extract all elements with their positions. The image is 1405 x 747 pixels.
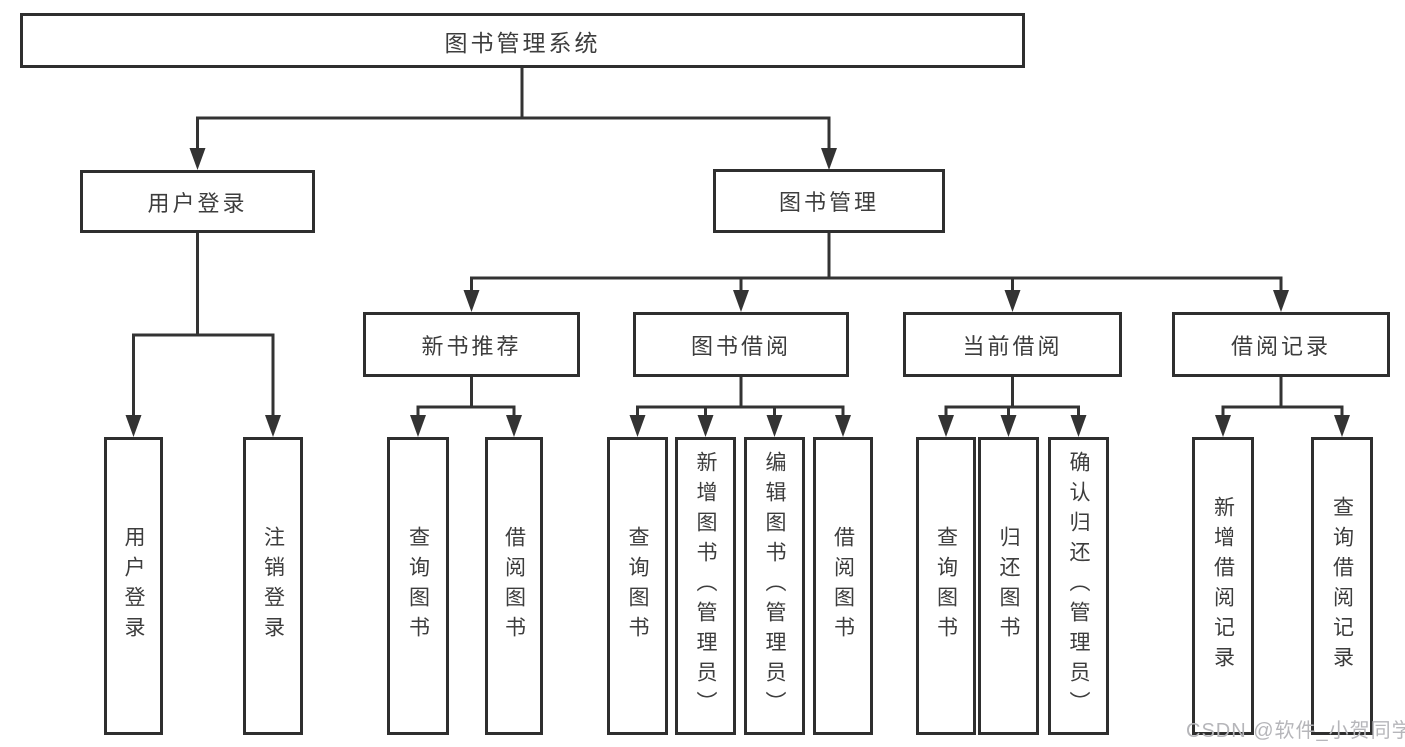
leaf-logout: 注销登录	[243, 437, 303, 735]
edge-root-to-level2	[196, 68, 831, 150]
node-borrowing-records: 借阅记录	[1172, 312, 1390, 377]
arrowhead-icon	[821, 148, 837, 170]
arrowhead-icon	[125, 415, 142, 437]
arrowhead-icon	[410, 415, 426, 437]
arrowhead-icon	[697, 415, 714, 437]
node-user-login: 用户登录	[80, 170, 315, 233]
leaf-borrow-books-borrowing: 借阅图书	[813, 437, 873, 735]
node-root-library-system: 图书管理系统	[20, 13, 1025, 68]
csdn-watermark: CSDN @软件_小贺同学	[1186, 720, 1405, 742]
node-label: 图书管理	[778, 190, 879, 215]
node-new-book-recommend: 新书推荐	[363, 312, 580, 377]
arrowhead-icon	[1070, 415, 1087, 437]
node-label: 新增借阅记录	[1211, 496, 1235, 676]
edge-new-book-to-leaves	[416, 377, 516, 417]
leaf-return-books: 归还图书	[978, 437, 1039, 735]
arrowhead-icon	[189, 148, 206, 170]
edge-borrow-record-to-leaves	[1221, 377, 1344, 417]
leaf-user-login: 用户登录	[104, 437, 163, 735]
edge-user-login-to-leaves	[132, 233, 275, 417]
arrowhead-icon	[1334, 415, 1350, 437]
arrowhead-icon	[629, 415, 646, 437]
arrowhead-icon	[265, 415, 281, 437]
node-label: 查询借阅记录	[1330, 496, 1354, 676]
arrowhead-icon	[733, 290, 749, 312]
node-label: 新书推荐	[421, 333, 522, 359]
node-label: 查询图书	[934, 526, 958, 646]
node-label: 新增图书（管理员）	[694, 451, 717, 721]
node-book-management: 图书管理	[713, 169, 945, 233]
leaf-add-borrow-record: 新增借阅记录	[1192, 437, 1254, 735]
leaf-confirm-return-admin: 确认归还（管理员）	[1048, 437, 1109, 735]
node-label: 借阅图书	[502, 526, 526, 646]
node-label: 确认归还（管理员）	[1067, 451, 1090, 721]
node-label: 用户登录	[122, 526, 145, 646]
node-label: 编辑图书（管理员）	[763, 451, 786, 721]
node-current-borrowing: 当前借阅	[903, 312, 1122, 377]
leaf-add-books-admin: 新增图书（管理员）	[675, 437, 736, 735]
edge-book-mgmt-to-level3	[470, 233, 1283, 292]
node-label: 借阅图书	[831, 526, 855, 646]
node-label: 图书管理系统	[444, 29, 601, 56]
arrowhead-icon	[835, 415, 851, 437]
node-label: 图书借阅	[690, 333, 791, 359]
node-label: 归还图书	[997, 526, 1020, 646]
node-label: 用户登录	[147, 190, 248, 216]
arrowhead-icon	[766, 415, 783, 437]
edge-current-borrow-to-leaves	[944, 377, 1080, 417]
edge-book-borrow-to-leaves	[636, 377, 845, 417]
arrowhead-icon	[1215, 415, 1231, 437]
arrowhead-icon	[506, 415, 522, 437]
node-label: 查询图书	[406, 526, 430, 646]
arrowhead-icon	[1000, 415, 1017, 437]
arrowhead-icon	[1004, 290, 1021, 312]
leaf-query-books-borrowing: 查询图书	[607, 437, 668, 735]
leaf-query-books-current: 查询图书	[916, 437, 976, 735]
node-label: 借阅记录	[1230, 333, 1331, 359]
node-label: 注销登录	[261, 526, 285, 646]
leaf-query-borrow-record: 查询借阅记录	[1311, 437, 1373, 735]
node-label: 当前借阅	[962, 333, 1063, 359]
arrowhead-icon	[938, 415, 954, 437]
leaf-borrow-books-newbook: 借阅图书	[485, 437, 543, 735]
leaf-edit-books-admin: 编辑图书（管理员）	[744, 437, 805, 735]
node-label: 查询图书	[626, 526, 649, 646]
leaf-query-books-newbook: 查询图书	[387, 437, 449, 735]
arrowhead-icon	[1273, 290, 1289, 312]
arrowhead-icon	[463, 290, 480, 312]
node-book-borrowing: 图书借阅	[633, 312, 849, 377]
